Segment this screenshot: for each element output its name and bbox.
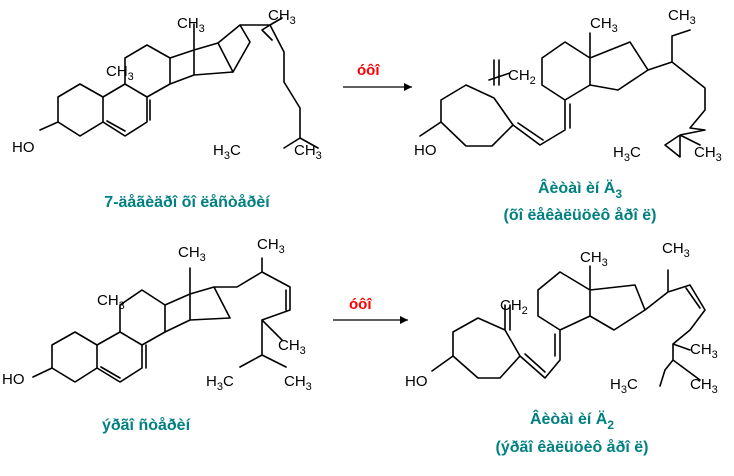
molecule-ergosterol: CH3 CH3 CH3 CH3 HO H3C CH3	[2, 236, 312, 393]
reaction-arrow-1: óôî	[343, 62, 412, 91]
atom-ch3-7: CH3	[694, 144, 722, 164]
caption-7-dehydrocholesterol: 7-äåãèäðî õî ëåñòåðèí	[104, 193, 270, 211]
atom-ch3-5: CH3	[590, 15, 618, 35]
molecule-7-dehydrocholesterol: CH3 CH3 CH3 HO H3C CH3	[12, 7, 322, 162]
atom-ch3-6: CH3	[668, 7, 696, 27]
reaction-condition-2: óôî	[349, 296, 372, 313]
atom-h3c-3: H3C	[206, 373, 234, 393]
atom-ho-1: HO	[12, 139, 35, 156]
caption-ergosterol: ýðãî ñòåðèí	[102, 416, 191, 434]
bonds-7-dehydrocholesterol	[39, 17, 319, 149]
atom-ho-4: HO	[405, 373, 428, 390]
atom-h3c-1: H3C	[213, 142, 241, 162]
atom-h3c-2: H3C	[613, 144, 641, 164]
atom-ch3-4: CH3	[294, 142, 322, 162]
atom-ch3-12: CH3	[284, 373, 312, 393]
molecule-vitamin-d3: CH3 CH3 CH2 HO H3C CH3	[414, 7, 722, 164]
atom-ho-2: HO	[414, 142, 437, 159]
molecule-vitamin-d2: CH3 CH3 CH2 CH3 HO H3C CH3	[405, 240, 718, 396]
bonds-vitamin-d3	[419, 29, 706, 158]
reaction-arrow-2: óôî	[333, 296, 408, 324]
caption-vitamin-d3-alt: (õî ëåêàëüöèô åðî ë)	[504, 206, 657, 224]
atom-ch3-9: CH3	[257, 236, 285, 256]
atom-ch3-2: CH3	[268, 7, 296, 27]
bonds-ergosterol	[32, 257, 291, 383]
atom-ch2-2: CH2	[500, 297, 528, 317]
atom-ch3-11: CH3	[278, 337, 306, 357]
atom-ch2-1: CH2	[508, 67, 536, 87]
reaction-condition-1: óôî	[357, 62, 380, 79]
atom-ch3-16: CH3	[690, 376, 718, 396]
atom-ch3-13: CH3	[580, 249, 608, 269]
caption-vitamin-d3: Âèòàì èí Ä3	[538, 178, 622, 201]
bonds-vitamin-d2	[431, 265, 706, 387]
atom-ch3-10: CH3	[97, 292, 125, 312]
caption-vitamin-d2-alt: (ýðãî êàëüöèô åðî ë)	[496, 438, 649, 456]
atom-ch3-3: CH3	[106, 63, 134, 83]
atom-ch3-14: CH3	[662, 240, 690, 260]
atom-ch3-8: CH3	[178, 244, 206, 264]
atom-h3c-4: H3C	[610, 376, 638, 396]
atom-ch3-15: CH3	[690, 341, 718, 361]
caption-vitamin-d2: Âèòàì èí Ä2	[530, 409, 614, 432]
atom-ch3-1: CH3	[177, 15, 205, 35]
atom-ho-3: HO	[2, 371, 25, 388]
